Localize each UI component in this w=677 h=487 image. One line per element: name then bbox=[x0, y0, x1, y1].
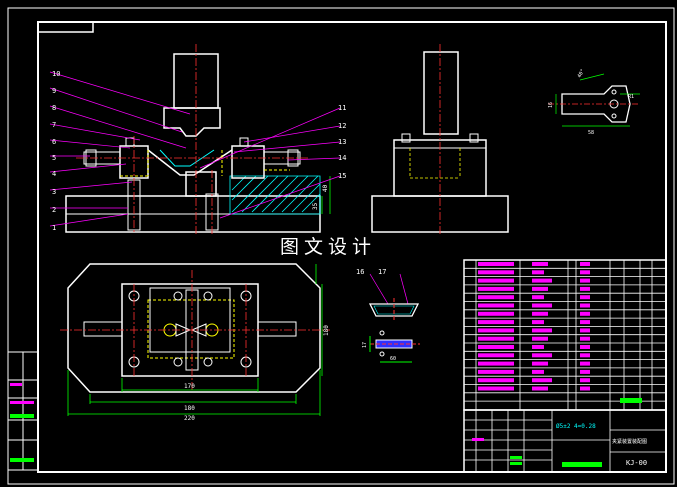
balloon-13: 13 bbox=[338, 138, 346, 146]
balloon-8: 8 bbox=[52, 104, 56, 112]
balloon-10: 10 bbox=[52, 70, 60, 78]
balloon-16: 16 bbox=[356, 268, 364, 276]
sheet-outer-border bbox=[7, 7, 675, 485]
balloon-14: 14 bbox=[338, 154, 346, 162]
parts-list-cell-mark bbox=[478, 262, 514, 266]
part-detail bbox=[548, 73, 640, 127]
parts-list-cell-mark bbox=[478, 278, 514, 283]
parts-list-cell-mark bbox=[580, 361, 590, 366]
dim-35: 35 bbox=[312, 202, 319, 210]
small-part-detail bbox=[368, 298, 420, 363]
parts-list-cell-mark bbox=[580, 369, 590, 374]
parts-list-cell-mark bbox=[478, 320, 514, 325]
dim-radius: R1 bbox=[628, 94, 634, 100]
parts-list-cell-mark bbox=[532, 262, 548, 266]
dim-58: 58 bbox=[588, 130, 594, 136]
dim-40-angle: 40° bbox=[577, 68, 587, 79]
dim-220: 220 bbox=[184, 415, 195, 422]
parts-list-cell-mark bbox=[532, 278, 552, 283]
leader-lines bbox=[49, 71, 409, 305]
parts-list-cell-mark bbox=[532, 320, 544, 325]
parts-list-cell-mark bbox=[580, 311, 590, 316]
parts-list-cell-mark bbox=[580, 270, 590, 275]
balloon-17: 17 bbox=[378, 268, 386, 276]
balloon-1: 1 bbox=[52, 224, 56, 232]
parts-list-cell-mark bbox=[580, 386, 590, 391]
watermark-text: 图文设计 bbox=[280, 236, 377, 258]
parts-list-cell-mark bbox=[532, 295, 544, 300]
sheet-inner-border bbox=[37, 21, 667, 473]
parts-list-cell-mark bbox=[580, 320, 590, 325]
parts-list-cell-mark bbox=[532, 311, 548, 316]
parts-list-cell-mark bbox=[532, 353, 552, 358]
balloon-7: 7 bbox=[52, 121, 56, 129]
parts-list-cell-mark bbox=[478, 353, 514, 358]
parts-list-cell-mark bbox=[580, 295, 590, 300]
parts-list-cell-mark bbox=[478, 345, 514, 349]
dim-16: 16 bbox=[548, 102, 554, 108]
top-view bbox=[60, 263, 330, 416]
drawing-number: KJ-00 bbox=[626, 459, 647, 467]
parts-list-cell-mark bbox=[478, 378, 514, 383]
parts-list-cell-mark bbox=[478, 386, 514, 391]
parts-list-cell-mark bbox=[532, 286, 548, 291]
balloon-12: 12 bbox=[338, 122, 346, 130]
parts-list-cell-mark bbox=[532, 378, 552, 383]
drawing-title: 夹紧装置装配图 bbox=[612, 438, 647, 445]
balloon-6: 6 bbox=[52, 138, 56, 146]
dim-60: 60 bbox=[390, 356, 396, 362]
parts-list-cell-mark bbox=[580, 378, 590, 383]
parts-list-cell-mark bbox=[580, 262, 590, 266]
parts-list-cell-mark bbox=[532, 270, 544, 275]
dim-180-vertical: 180 bbox=[323, 325, 330, 336]
parts-list-cell-mark bbox=[478, 295, 514, 300]
parts-list-cell-mark bbox=[580, 336, 590, 341]
parts-list-cell-mark bbox=[532, 345, 544, 349]
parts-list-cell-mark bbox=[478, 270, 514, 275]
front-hatch bbox=[229, 175, 321, 215]
parts-list-cell-mark bbox=[478, 369, 514, 374]
parts-list-bars bbox=[478, 262, 590, 391]
balloon-2: 2 bbox=[52, 206, 56, 214]
title-block bbox=[463, 398, 667, 473]
tolerance-note: Ø5±2 4=0.28 bbox=[556, 423, 596, 430]
parts-list-cell-mark bbox=[580, 345, 590, 349]
parts-list-cell-mark bbox=[580, 353, 590, 358]
dim-170: 170 bbox=[184, 383, 195, 390]
parts-list-cell-mark bbox=[532, 361, 548, 366]
parts-list-cell-mark bbox=[580, 286, 590, 291]
parts-list-cell-mark bbox=[532, 336, 548, 341]
front-view: 35 40 bbox=[65, 44, 331, 234]
parts-list-cell-mark bbox=[532, 303, 552, 308]
dim-40: 40 bbox=[322, 184, 329, 192]
parts-list-cell-mark bbox=[478, 328, 514, 333]
side-view bbox=[371, 44, 509, 234]
parts-list-cell-mark bbox=[532, 386, 548, 391]
balloon-15: 15 bbox=[338, 172, 346, 180]
balloon-3: 3 bbox=[52, 188, 56, 196]
balloon-labels: 10 9 8 7 6 5 4 3 2 1 11 12 13 14 15 16 1… bbox=[52, 70, 386, 276]
parts-list-cell-mark bbox=[532, 328, 552, 333]
left-side-column bbox=[7, 351, 39, 471]
parts-list-cell-mark bbox=[532, 369, 544, 374]
dim-17: 17 bbox=[362, 342, 368, 348]
parts-list-cell-mark bbox=[580, 278, 590, 283]
balloon-11: 11 bbox=[338, 104, 346, 112]
balloon-9: 9 bbox=[52, 87, 56, 95]
dim-180: 180 bbox=[184, 405, 195, 412]
parts-list-cell-mark bbox=[478, 311, 514, 316]
parts-list-cell-mark bbox=[478, 336, 514, 341]
parts-list-cell-mark bbox=[580, 328, 590, 333]
parts-list-cell-mark bbox=[478, 303, 514, 308]
balloon-5: 5 bbox=[52, 154, 56, 162]
corner-label-box bbox=[37, 21, 94, 33]
balloon-4: 4 bbox=[52, 170, 56, 178]
parts-list-cell-mark bbox=[478, 286, 514, 291]
parts-list-cell-mark bbox=[478, 361, 514, 366]
parts-list-cell-mark bbox=[580, 303, 590, 308]
